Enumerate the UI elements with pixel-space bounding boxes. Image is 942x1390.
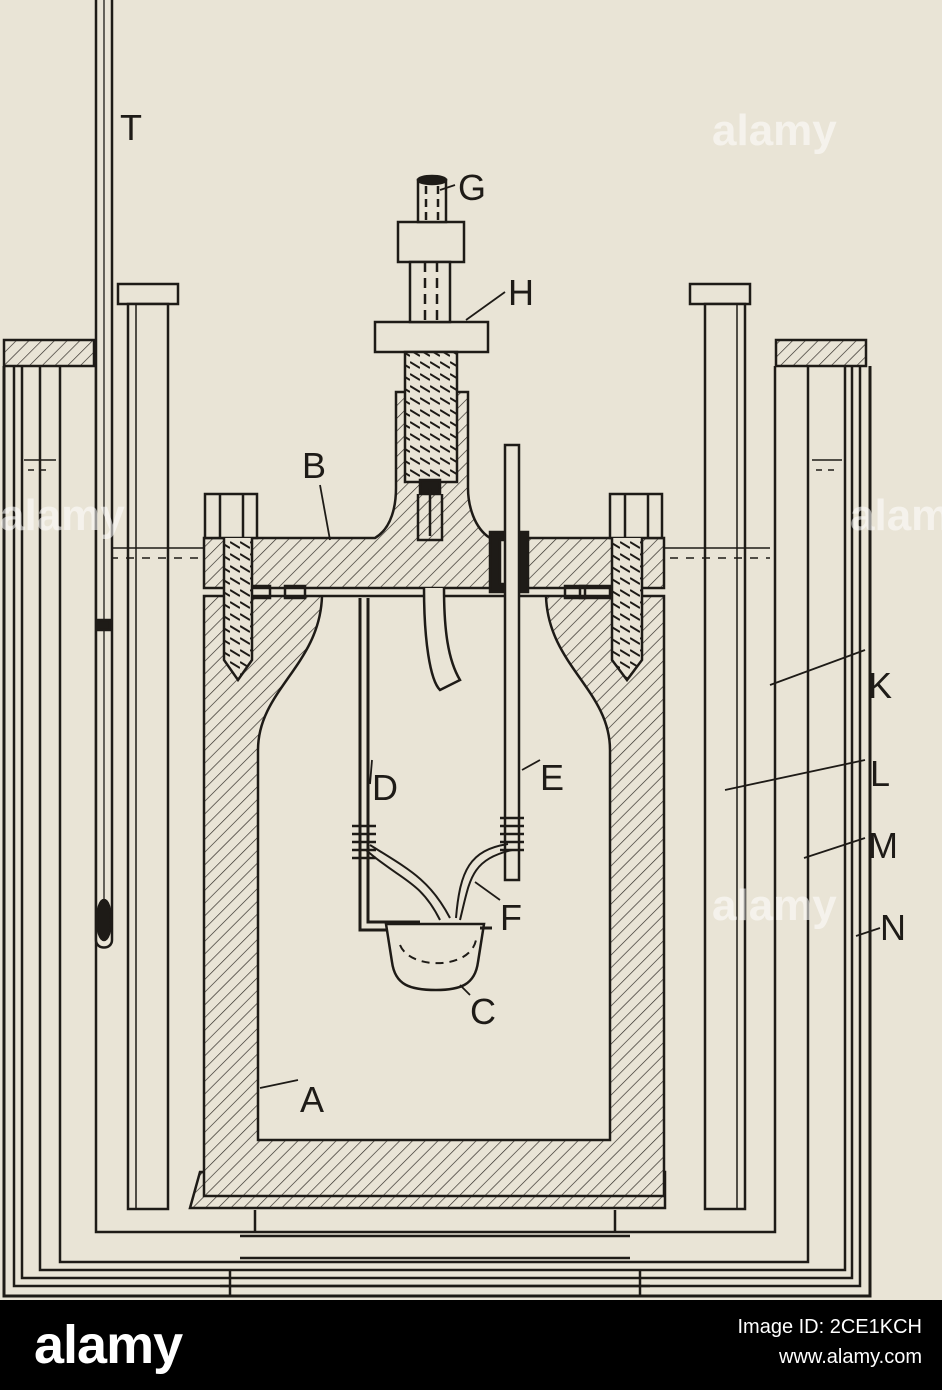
crucible-c xyxy=(384,922,492,992)
outlet-tube xyxy=(422,587,462,692)
watermarks: alamy alamy alamy alamy xyxy=(0,106,942,930)
bomb-body-a xyxy=(188,594,667,1210)
label-h: H xyxy=(508,272,534,313)
label-l: L xyxy=(870,753,890,794)
brand-logo: alamy xyxy=(34,1315,183,1375)
watermark-top: alamy xyxy=(712,106,837,155)
label-a: A xyxy=(300,1079,324,1120)
support-post-right xyxy=(688,282,752,1211)
watermark-left: alamy xyxy=(0,491,125,540)
image-info: Image ID: 2CE1KCH www.alamy.com xyxy=(737,1312,922,1372)
watermark-right: alamy xyxy=(850,491,942,540)
label-g: G xyxy=(458,167,486,208)
label-n: N xyxy=(880,907,906,948)
label-c: C xyxy=(470,991,496,1032)
watermark-mid-right: alamy xyxy=(712,881,837,930)
footer-bar: alamy Image ID: 2CE1KCH www.alamy.com xyxy=(0,1300,942,1390)
apparatus-svg: T G H B K L D E M F N C A alamy alamy al… xyxy=(0,0,942,1298)
bolt-right xyxy=(608,492,664,683)
tube-g xyxy=(416,174,448,224)
label-t: T xyxy=(120,107,142,148)
label-k: K xyxy=(868,665,892,706)
site-url: www.alamy.com xyxy=(779,1346,922,1368)
electrode-e xyxy=(500,443,524,882)
label-b: B xyxy=(302,445,326,486)
apparatus-diagram: T G H B K L D E M F N C A alamy alamy al… xyxy=(0,0,942,1298)
label-f: F xyxy=(500,897,522,938)
bolt-left xyxy=(203,492,259,683)
support-post-left xyxy=(116,282,180,1211)
label-e: E xyxy=(540,757,564,798)
label-d: D xyxy=(372,767,398,808)
thermometer-t xyxy=(94,0,114,949)
electrode-d xyxy=(352,598,420,932)
part-labels: T G H B K L D E M F N C A xyxy=(120,107,906,1120)
label-m: M xyxy=(868,825,898,866)
leader-lines xyxy=(259,184,881,1089)
fuse-wire-f xyxy=(365,843,513,921)
outer-jacket-n xyxy=(2,338,872,1298)
valve-h xyxy=(373,220,490,542)
image-id: Image ID: 2CE1KCH xyxy=(737,1316,922,1338)
